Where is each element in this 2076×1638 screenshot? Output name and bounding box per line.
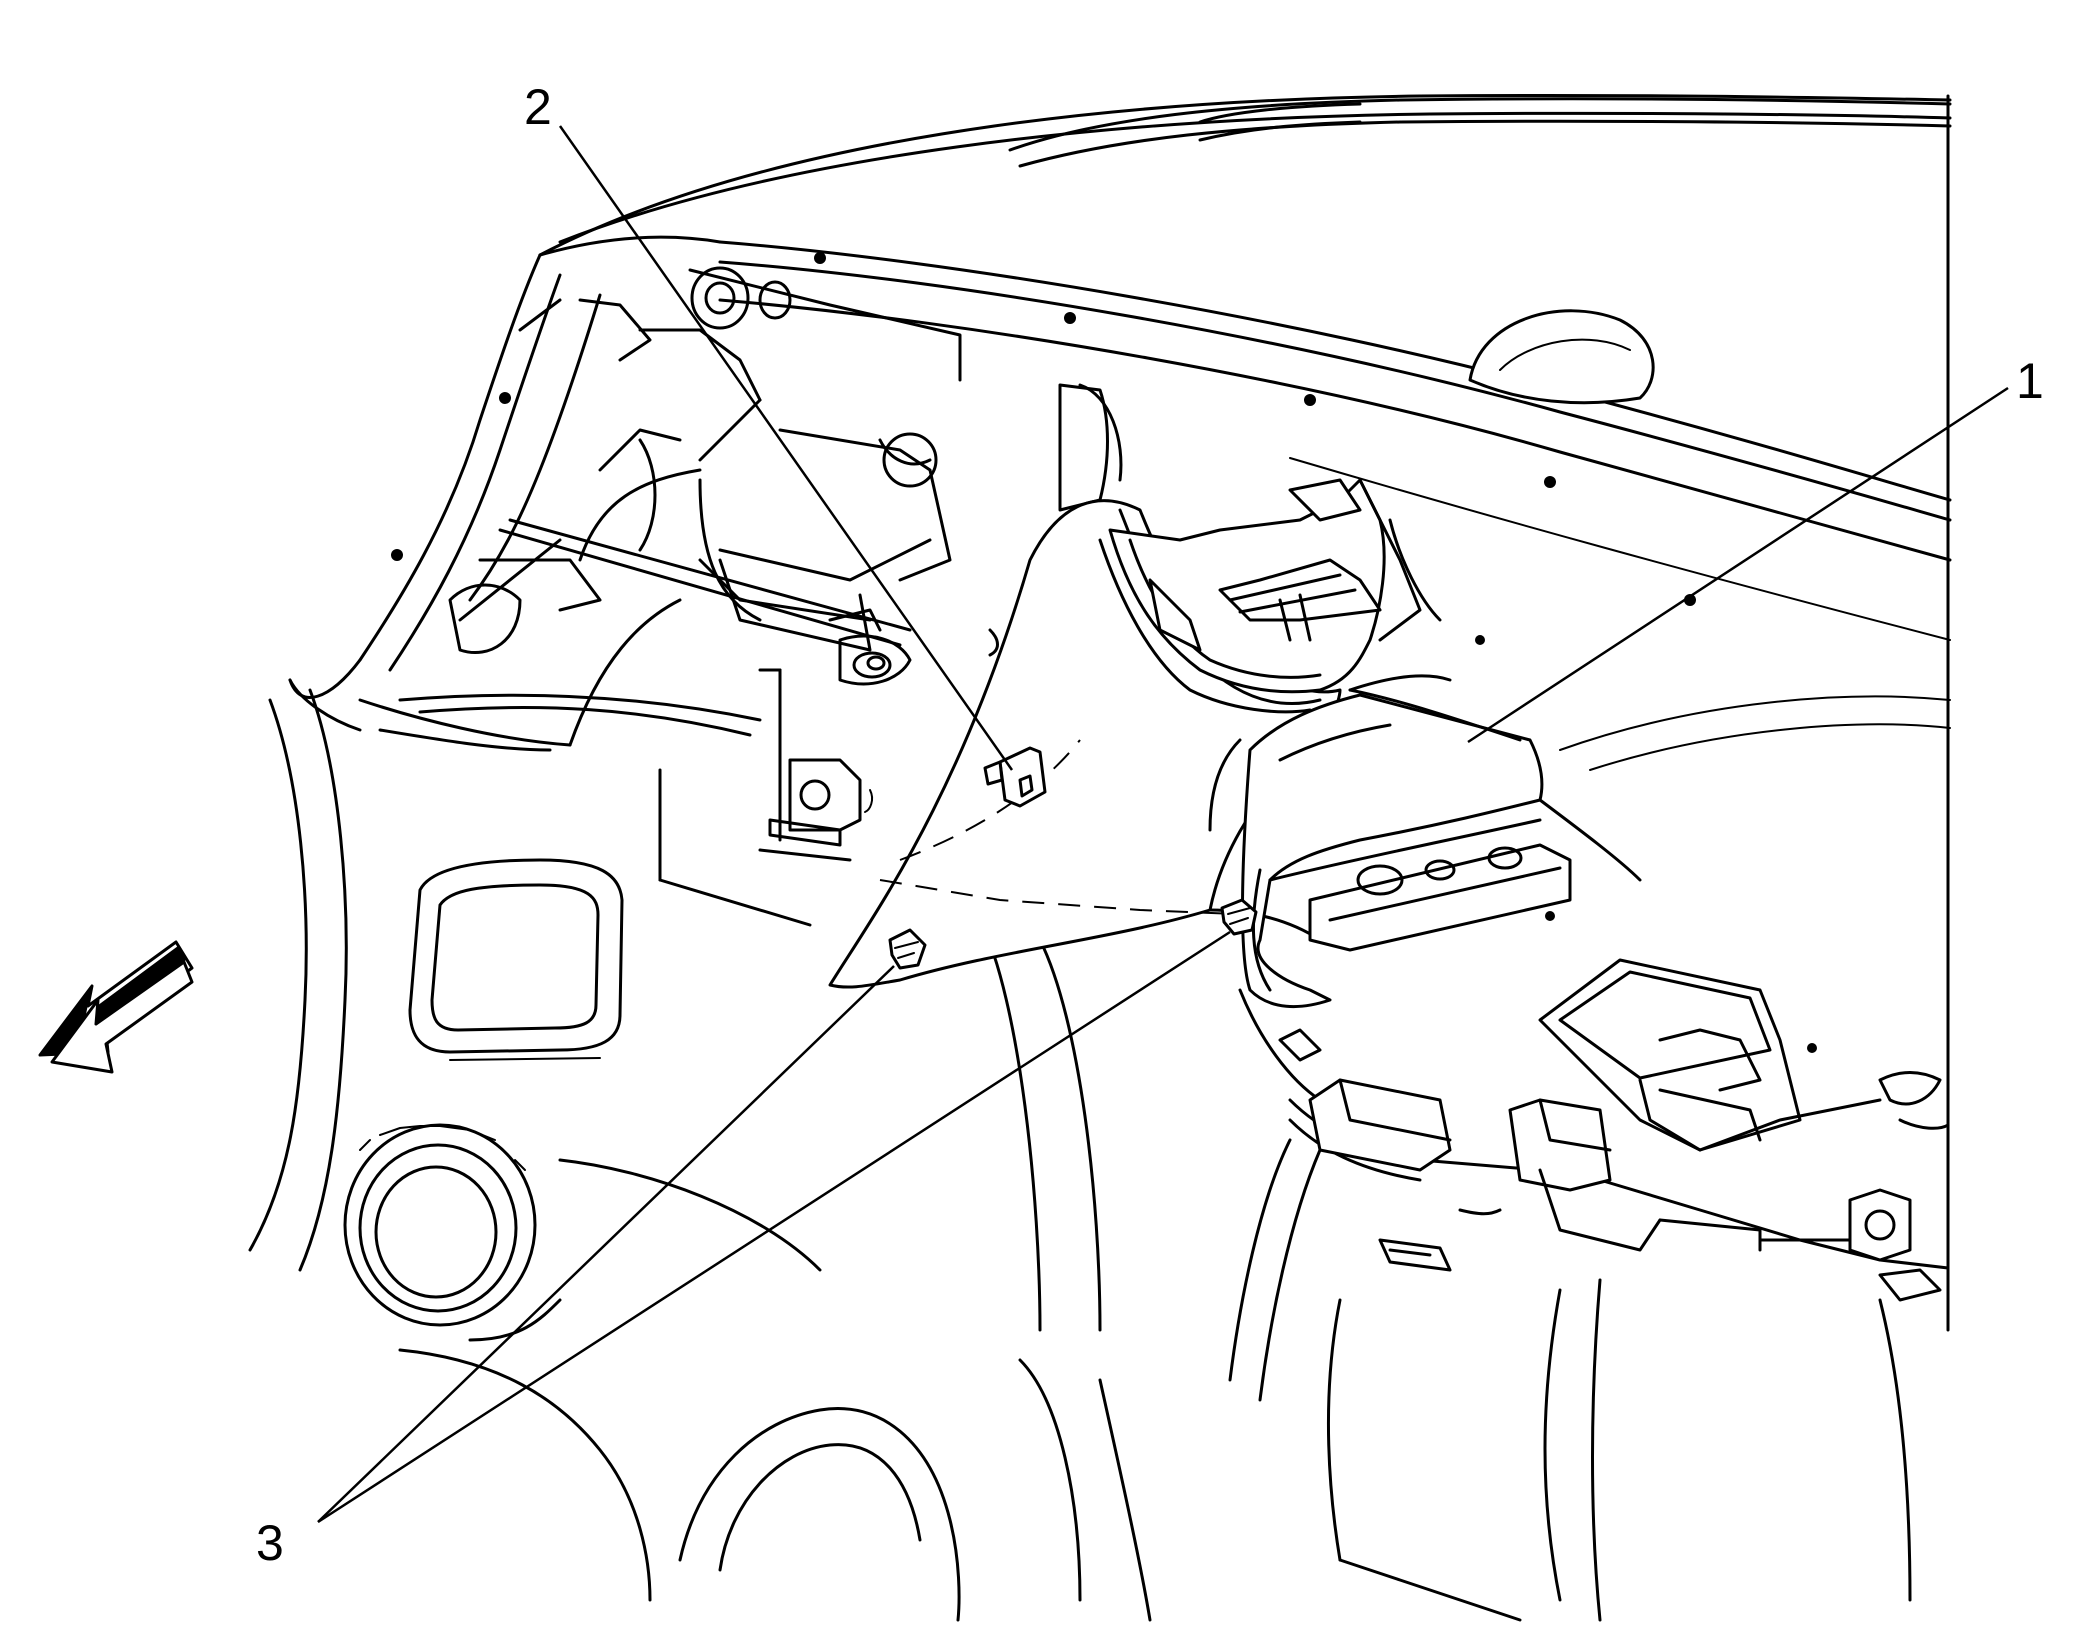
left-panel-window-opening <box>408 858 624 1061</box>
left-speaker-grille <box>343 1123 562 1342</box>
lower-left-body <box>398 1158 1152 1622</box>
callout-1: 1 <box>2016 353 2044 409</box>
callout-leaders <box>317 125 2009 1524</box>
rear-package-shelf <box>1208 688 1642 1102</box>
rear-deck-panel <box>1228 1028 1950 1622</box>
trim-fastener-clip-right <box>1220 898 1258 936</box>
left-side-trim-panel <box>248 598 1102 1332</box>
callout-3: 3 <box>256 1515 284 1571</box>
trim-upper-cutout <box>1108 478 1442 694</box>
rear-bin-opening <box>1538 958 1950 1152</box>
left-quarter-pillar <box>288 253 652 732</box>
forward-arrow-icon <box>38 940 194 1074</box>
rear-compartment-components <box>448 266 1123 686</box>
roof-fastener-dots <box>814 252 1817 1053</box>
trim-fastener-clip-left <box>888 928 927 970</box>
upper-trim-retainer <box>983 746 1047 808</box>
callout-2: 2 <box>524 79 552 135</box>
antenna-dome <box>1468 309 1655 405</box>
